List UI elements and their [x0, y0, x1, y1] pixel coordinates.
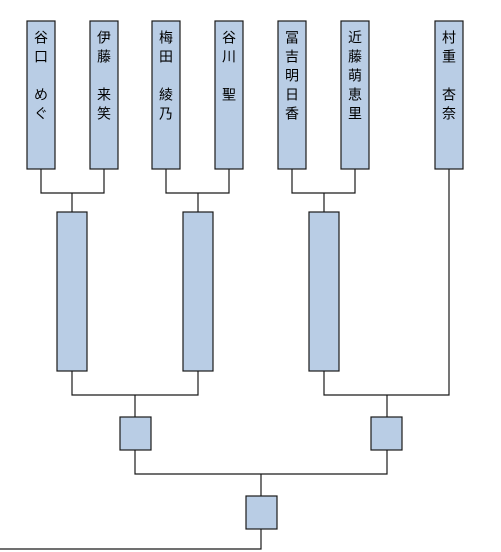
- participant-names: 谷口 めぐ 伊藤 来笑 梅田 綾乃 谷川 聖 冨吉明日香 近藤萌恵里 村重 杏奈: [34, 31, 456, 123]
- bracket-connector-r1-c: [291, 169, 356, 212]
- participant-name-7: 村重 杏奈: [442, 31, 456, 123]
- bracket-connector-r2-left: [71, 371, 199, 417]
- participant-box-6: [340, 20, 370, 170]
- match-box-final: [245, 495, 278, 530]
- participant-name-4: 谷川 聖: [222, 31, 236, 104]
- participant-name-1: 谷口 めぐ: [34, 31, 48, 123]
- match-box-r1-a: [56, 211, 88, 372]
- match-box-semi-right: [370, 416, 403, 451]
- participant-box-2: [89, 20, 119, 170]
- match-box-r1-b: [182, 211, 214, 372]
- bracket-connector-exit: [0, 529, 262, 550]
- participant-boxes: [26, 20, 464, 170]
- bracket-connector-final: [134, 450, 388, 496]
- bracket-connector-r1-a: [40, 169, 105, 212]
- participant-box-4: [214, 20, 244, 170]
- match-box-r1-c: [308, 211, 340, 372]
- participant-name-2: 伊藤 来笑: [97, 31, 111, 123]
- participant-name-3: 梅田 綾乃: [159, 31, 173, 123]
- bracket-connector-r2-right: [323, 169, 450, 417]
- participant-box-1: [26, 20, 56, 170]
- participant-name-5: 冨吉明日香: [285, 31, 299, 123]
- participant-name-6: 近藤萌恵里: [348, 31, 362, 123]
- bracket-connector-r1-b: [165, 169, 230, 212]
- match-box-semi-left: [119, 416, 152, 451]
